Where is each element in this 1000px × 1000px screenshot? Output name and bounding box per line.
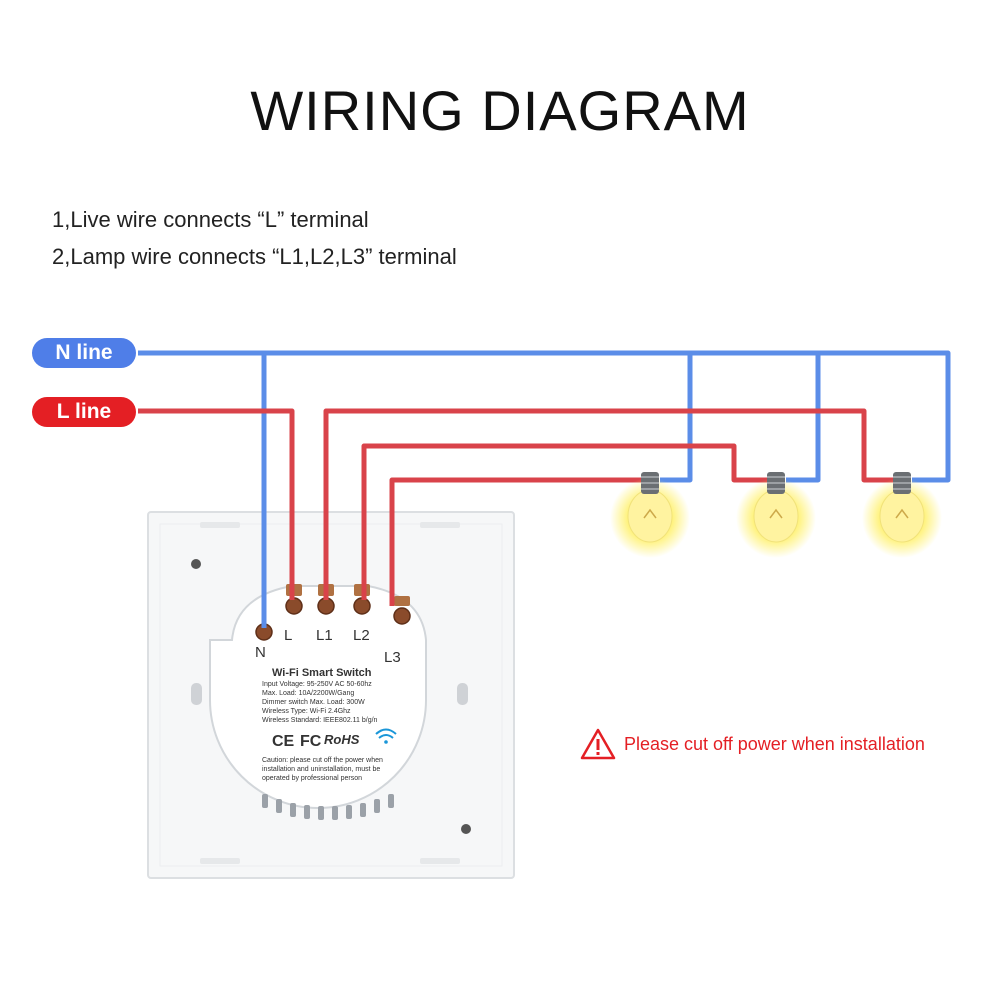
n-wires (138, 350, 951, 628)
terminal-label-l1: L1 (316, 627, 333, 644)
terminal-label-l2: L2 (353, 627, 370, 644)
bulb-3 (862, 472, 942, 558)
caution-text: Caution: please cut off the power when (262, 757, 383, 764)
instruction-note: 2,Lamp wire connects “L1,L2,L3” terminal (52, 244, 457, 269)
n-line-label: N line (32, 338, 136, 368)
l-to-switch-wire (138, 408, 295, 600)
instruction-note: 1,Live wire connects “L” terminal (52, 207, 369, 232)
device-spec: Max. Load: 10A/2200W/Gang (262, 690, 354, 697)
warning-triangle-icon (580, 728, 616, 760)
device-spec: Dimmer switch Max. Load: 300W (262, 699, 365, 706)
panel-screw-hole (461, 824, 471, 834)
device-spec: Wireless Standard: IEEE802.11 b/g/n (262, 717, 378, 724)
terminal-screws (255, 597, 411, 641)
l1-to-bulb-1-wire (323, 408, 896, 600)
l-line-label: L line (32, 397, 136, 427)
bulb-1 (610, 472, 690, 558)
n-bus-wire (138, 350, 951, 483)
fc-mark: FC (300, 733, 322, 750)
device-spec: Wireless Type: Wi-Fi 2.4Ghz (262, 708, 351, 715)
l3-to-bulb-3-wire (389, 477, 644, 606)
warning-text: Please cut off power when installation (624, 733, 925, 754)
wifi-icon (375, 728, 397, 744)
terminal-label-l3: L3 (384, 649, 401, 666)
vent-slots (262, 794, 394, 820)
page-title: WIRING DIAGRAM (250, 79, 750, 142)
panel-screw-hole (191, 559, 201, 569)
l-wires (138, 408, 896, 606)
caution-text: installation and uninstallation, must be (262, 766, 380, 773)
device-name: Wi-Fi Smart Switch (272, 667, 372, 679)
n-to-bulb-2-wire (786, 353, 821, 483)
l2-to-bulb-2-wire (361, 443, 770, 600)
ce-mark: CE (272, 733, 295, 750)
device-spec: Input Voltage: 95-250V AC 50-60hz (262, 681, 372, 688)
terminal-label-l: L (284, 627, 292, 644)
n-to-bulb-1-wire (660, 353, 693, 483)
rohs-mark: RoHS (324, 732, 360, 747)
bulb-2 (736, 472, 816, 558)
caution-text: operated by professional person (262, 775, 362, 782)
terminal-label-n: N (255, 644, 266, 661)
panel-slot (191, 683, 202, 705)
power-warning: Please cut off power when installation (580, 728, 925, 760)
panel-slot (457, 683, 468, 705)
